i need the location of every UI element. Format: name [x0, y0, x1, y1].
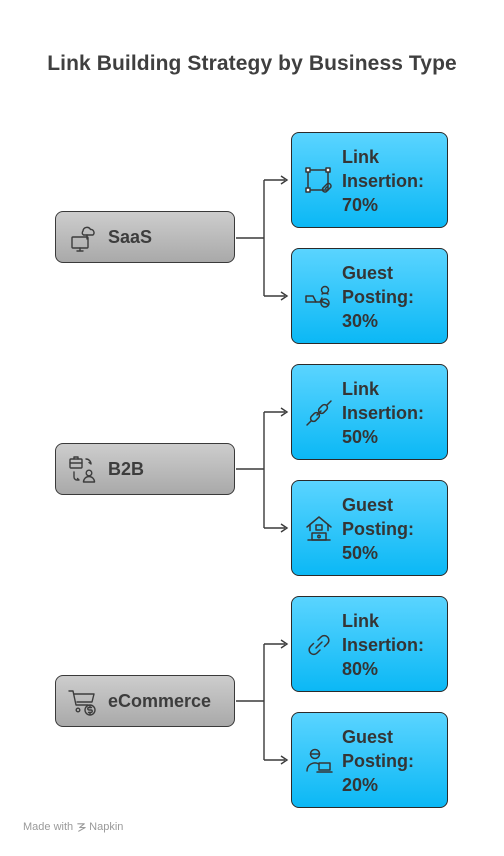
crop-link-icon	[303, 165, 335, 197]
leaf-label: Link Insertion: 80%	[342, 611, 425, 679]
napkin-logo-icon	[77, 822, 86, 832]
arrow-ecommerce-link	[280, 639, 289, 649]
leaf-saas-guest-posting: Guest Posting: 30%	[291, 248, 448, 344]
made-with-text: Made with	[23, 821, 74, 833]
arrow-b2b-link	[280, 407, 289, 417]
briefcase-exchange-icon	[66, 452, 100, 486]
category-label: eCommerce	[108, 690, 212, 711]
arrow-saas-guest	[280, 291, 289, 301]
napkin-brand: Napkin	[76, 821, 123, 833]
house-laptop-icon	[303, 513, 335, 545]
connector-saas	[236, 179, 285, 297]
leaf-label: Guest Posting: 20%	[342, 727, 414, 795]
leaf-label: Guest Posting: 30%	[342, 263, 414, 331]
category-b2b: B2B	[55, 443, 235, 495]
category-ecommerce: eCommerce	[55, 675, 235, 727]
leaf-b2b-guest-posting: Guest Posting: 50%	[291, 480, 448, 576]
leaf-saas-link-insertion: Link Insertion: 70%	[291, 132, 448, 228]
leaf-label: Link Insertion: 50%	[342, 379, 425, 447]
category-label: SaaS	[108, 226, 153, 247]
leaf-b2b-link-insertion: Link Insertion: 50%	[291, 364, 448, 460]
category-label: B2B	[108, 458, 145, 479]
arrow-b2b-guest	[280, 523, 289, 533]
leaf-ecommerce-guest-posting: Guest Posting: 20%	[291, 712, 448, 808]
shopping-cart-dollar-icon	[66, 684, 100, 718]
network-people-icon	[303, 281, 335, 313]
person-laptop-icon	[303, 745, 335, 777]
leaf-label: Link Insertion: 70%	[342, 147, 425, 215]
connector-ecommerce	[236, 643, 285, 761]
chain-link-icon	[303, 397, 335, 429]
link-icon	[303, 629, 335, 661]
cloud-computer-icon	[66, 220, 100, 254]
arrow-saas-link	[280, 175, 289, 185]
leaf-ecommerce-link-insertion: Link Insertion: 80%	[291, 596, 448, 692]
leaf-label: Guest Posting: 50%	[342, 495, 414, 563]
made-with-footer: Made with Napkin	[23, 821, 123, 833]
category-saas: SaaS	[55, 211, 235, 263]
diagram-title: Link Building Strategy by Business Type	[47, 52, 457, 75]
napkin-brand-name: Napkin	[89, 821, 124, 833]
arrow-ecommerce-guest	[280, 755, 289, 765]
connector-b2b	[236, 411, 285, 529]
